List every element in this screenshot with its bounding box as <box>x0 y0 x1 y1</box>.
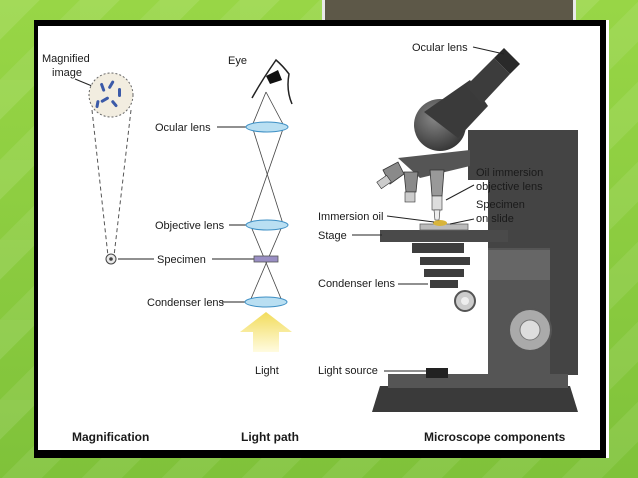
light-label: Light <box>255 365 279 377</box>
light-arrow <box>240 312 292 352</box>
magnified-image-circle <box>88 72 134 118</box>
title-placeholder-block <box>322 0 576 20</box>
objective-lens-shape <box>245 219 289 231</box>
microscope-arm <box>468 130 578 375</box>
immersion-oil-label: Immersion oil <box>318 211 383 223</box>
light-source-label: Light source <box>318 365 378 377</box>
magnified-image-leader <box>74 78 93 87</box>
specimen-on-slide-label-line1: Specimen <box>476 199 525 211</box>
component-ocular-label: Ocular lens <box>412 42 468 54</box>
nosepiece <box>398 150 470 178</box>
ocular-lens-shape <box>245 121 289 133</box>
specimen-label: Specimen <box>157 254 206 266</box>
light-rays <box>249 91 285 302</box>
microscope-base <box>372 386 578 412</box>
objective-lens-label: Objective lens <box>155 220 225 232</box>
ocular-lens-label: Ocular lens <box>155 122 211 134</box>
condenser-lens-label: Condenser lens <box>147 297 225 309</box>
magnification-caption: Magnification <box>72 430 149 444</box>
oil-immersion-label-line1: Oil immersion <box>476 167 543 179</box>
magnification-cone-right <box>113 109 132 257</box>
components-caption: Microscope components <box>424 430 566 444</box>
magnified-image-label-line1: Magnified <box>42 53 90 65</box>
specimen-slide <box>253 255 279 263</box>
objective-lenses <box>376 161 445 221</box>
magnified-image-label-line2: image <box>52 67 82 79</box>
component-condenser-label: Condenser lens <box>318 278 396 290</box>
eye-label: Eye <box>228 55 247 67</box>
condenser-lens-shape <box>244 296 288 308</box>
specimen-on-slide-label-line2: on slide <box>476 213 514 225</box>
condenser-shape <box>430 280 458 288</box>
light-source-shape <box>426 368 448 378</box>
ocular-tube <box>466 58 510 104</box>
stage-shape <box>380 230 508 242</box>
immersion-oil-drop <box>433 220 447 226</box>
eye-icon <box>251 58 293 105</box>
magnification-cone-left <box>91 109 109 257</box>
stage-label: Stage <box>318 230 347 242</box>
light-path-caption: Light path <box>241 430 299 444</box>
oil-immersion-label-line2: objective lens <box>476 181 543 193</box>
